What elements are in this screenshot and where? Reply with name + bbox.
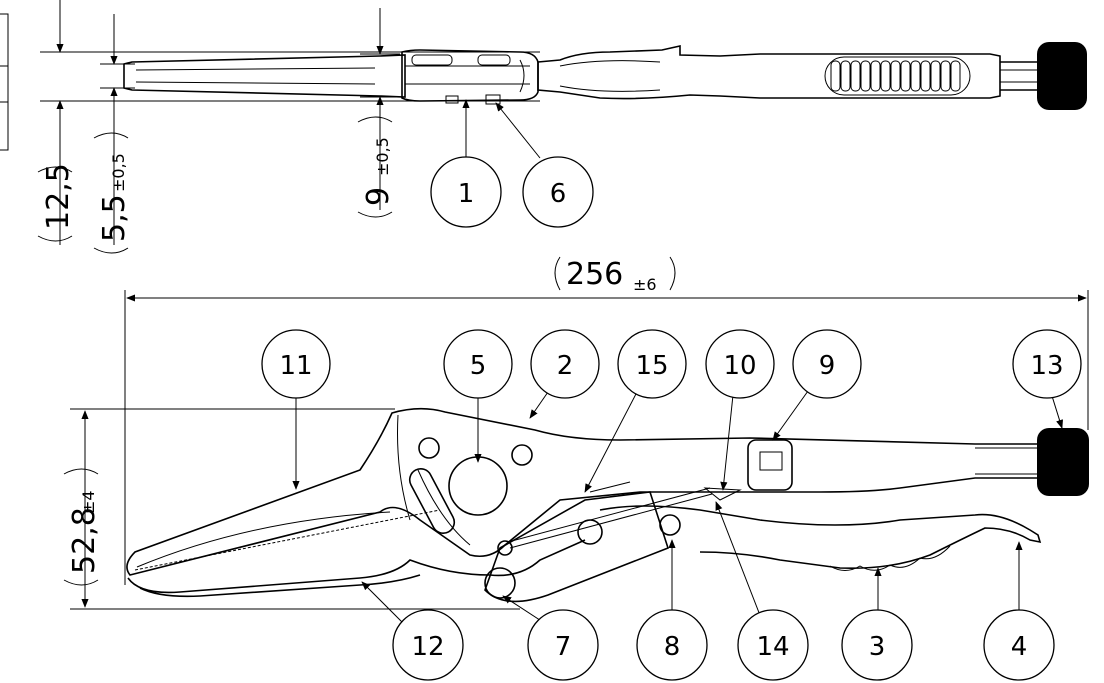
dim-width-total: 256 ±6 [554,256,676,294]
knob-top [1037,42,1087,110]
side-view [70,290,1089,627]
svg-text:±0,5: ±0,5 [373,137,392,176]
svg-text:3: 3 [869,632,886,662]
svg-text:±4: ±4 [79,490,98,514]
svg-text:1: 1 [458,179,475,209]
balloon-8: 8 [636,609,708,681]
svg-text:±0,5: ±0,5 [109,153,128,192]
svg-text:4: 4 [1011,632,1028,662]
balloon-5: 5 [443,329,513,399]
balloon-7: 7 [527,609,599,681]
dim-jaw-width: 9 ±0,5 [357,116,396,218]
top-view [0,0,1087,245]
svg-text:52,8: 52,8 [67,507,102,574]
svg-text:9: 9 [819,351,836,381]
balloon-6: 6 [522,156,594,228]
svg-text:±6: ±6 [633,275,657,294]
svg-text:9: 9 [361,187,396,206]
balloon-2: 2 [530,329,600,399]
svg-text:5,5: 5,5 [97,194,132,242]
svg-text:8: 8 [664,632,681,662]
balloon-12: 12 [392,609,464,681]
balloon-13: 13 [1012,329,1082,399]
svg-text:5: 5 [470,351,487,381]
balloon-9: 9 [792,329,862,399]
dim-tip-width: 5,5 ±0,5 [93,132,132,254]
svg-text:256: 256 [566,257,623,292]
knob-side [1037,428,1089,496]
svg-text:7: 7 [555,632,572,662]
balloon-15: 15 [617,329,687,399]
balloon-10: 10 [705,329,775,399]
svg-text:15: 15 [635,351,668,381]
balloon-14: 14 [737,609,809,681]
dim-height-open: 52,8 ±4 [63,468,102,586]
svg-text:12,5: 12,5 [41,163,76,230]
svg-text:12: 12 [411,632,444,662]
svg-text:11: 11 [279,351,312,381]
balloon-4: 4 [983,609,1055,681]
dim-top-width: 12,5 [37,163,76,242]
svg-text:10: 10 [723,351,756,381]
svg-text:6: 6 [550,179,567,209]
balloon-1: 1 [430,156,502,228]
balloon-3: 3 [841,609,913,681]
svg-text:13: 13 [1030,351,1063,381]
svg-text:2: 2 [557,351,574,381]
svg-text:14: 14 [756,632,789,662]
balloon-11: 11 [261,329,331,399]
grip-ribs [830,60,961,92]
